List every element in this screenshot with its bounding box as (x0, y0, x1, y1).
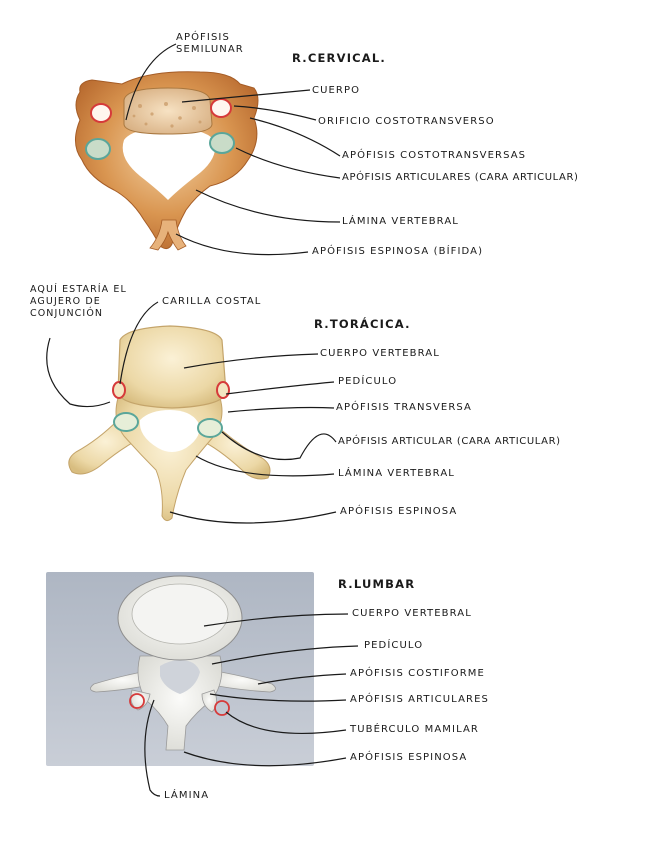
cervical-label-apofisis-semilunar: APÓFISIS SEMILUNAR (176, 32, 272, 56)
thoracic-label-lamina: LÁMINA VERTEBRAL (338, 468, 455, 480)
lumbar-label-costiforme: APÓFISIS COSTIFORME (350, 668, 485, 680)
thoracic-label-articular: APÓFISIS ARTICULAR (CARA ARTICULAR) (338, 436, 561, 448)
cervical-label-espinosa: APÓFISIS ESPINOSA (BÍFIDA) (312, 246, 483, 258)
lumbar-label-cuerpo: CUERPO VERTEBRAL (352, 608, 472, 620)
lumbar-label-tuberculo: TUBÉRCULO MAMILAR (350, 724, 479, 736)
lumbar-label-lamina: LÁMINA (164, 790, 209, 802)
thoracic-articular-face-right (198, 419, 222, 437)
cervical-articular-face-right (210, 133, 234, 153)
thoracic-costal-facet-left (113, 382, 125, 398)
cervical-costotransverse-foramen-left (91, 104, 111, 122)
thoracic-label-transversa: APÓFISIS TRANSVERSA (336, 402, 472, 414)
cervical-label-articulares: APÓFISIS ARTICULARES (CARA ARTICULAR) (342, 172, 579, 184)
cervical-articular-face-left (86, 139, 110, 159)
thoracic-vertebra (69, 326, 270, 521)
cervical-body (124, 88, 212, 134)
cervical-vertebra (75, 72, 258, 250)
lumbar-label-pediculo: PEDÍCULO (364, 640, 423, 652)
lumbar-label-articulares: APÓFISIS ARTICULARES (350, 694, 489, 706)
thoracic-label-cuerpo: CUERPO VERTEBRAL (320, 348, 440, 360)
cervical-label-costotransversas: APÓFISIS COSTOTRANSVERSAS (342, 150, 526, 162)
cervical-label-cuerpo: CUERPO (312, 85, 360, 97)
thoracic-label-pediculo: PEDÍCULO (338, 376, 397, 388)
thoracic-label-carilla: CARILLA COSTAL (162, 296, 261, 308)
lumbar-label-espinosa: APÓFISIS ESPINOSA (350, 752, 467, 764)
thoracic-costal-facet-right (217, 382, 229, 398)
lumbar-title: R.LUMBAR (338, 578, 415, 590)
thoracic-label-agujero: AQUÍ ESTARÍA EL AGUJERO DE CONJUNCIÓN (30, 284, 134, 320)
cervical-title: R.CERVICAL. (292, 52, 386, 64)
lumbar-body-nucleus (132, 584, 228, 644)
thoracic-articular-face-left (114, 413, 138, 431)
cervical-costotransverse-foramen-right (211, 99, 231, 117)
thoracic-title: R.TORÁCICA. (314, 318, 411, 330)
cervical-label-lamina: LÁMINA VERTEBRAL (342, 216, 459, 228)
thoracic-label-espinosa: APÓFISIS ESPINOSA (340, 506, 457, 518)
thoracic-body (118, 326, 226, 408)
cervical-label-orificio: ORIFICIO COSTOTRANSVERSO (318, 116, 495, 128)
